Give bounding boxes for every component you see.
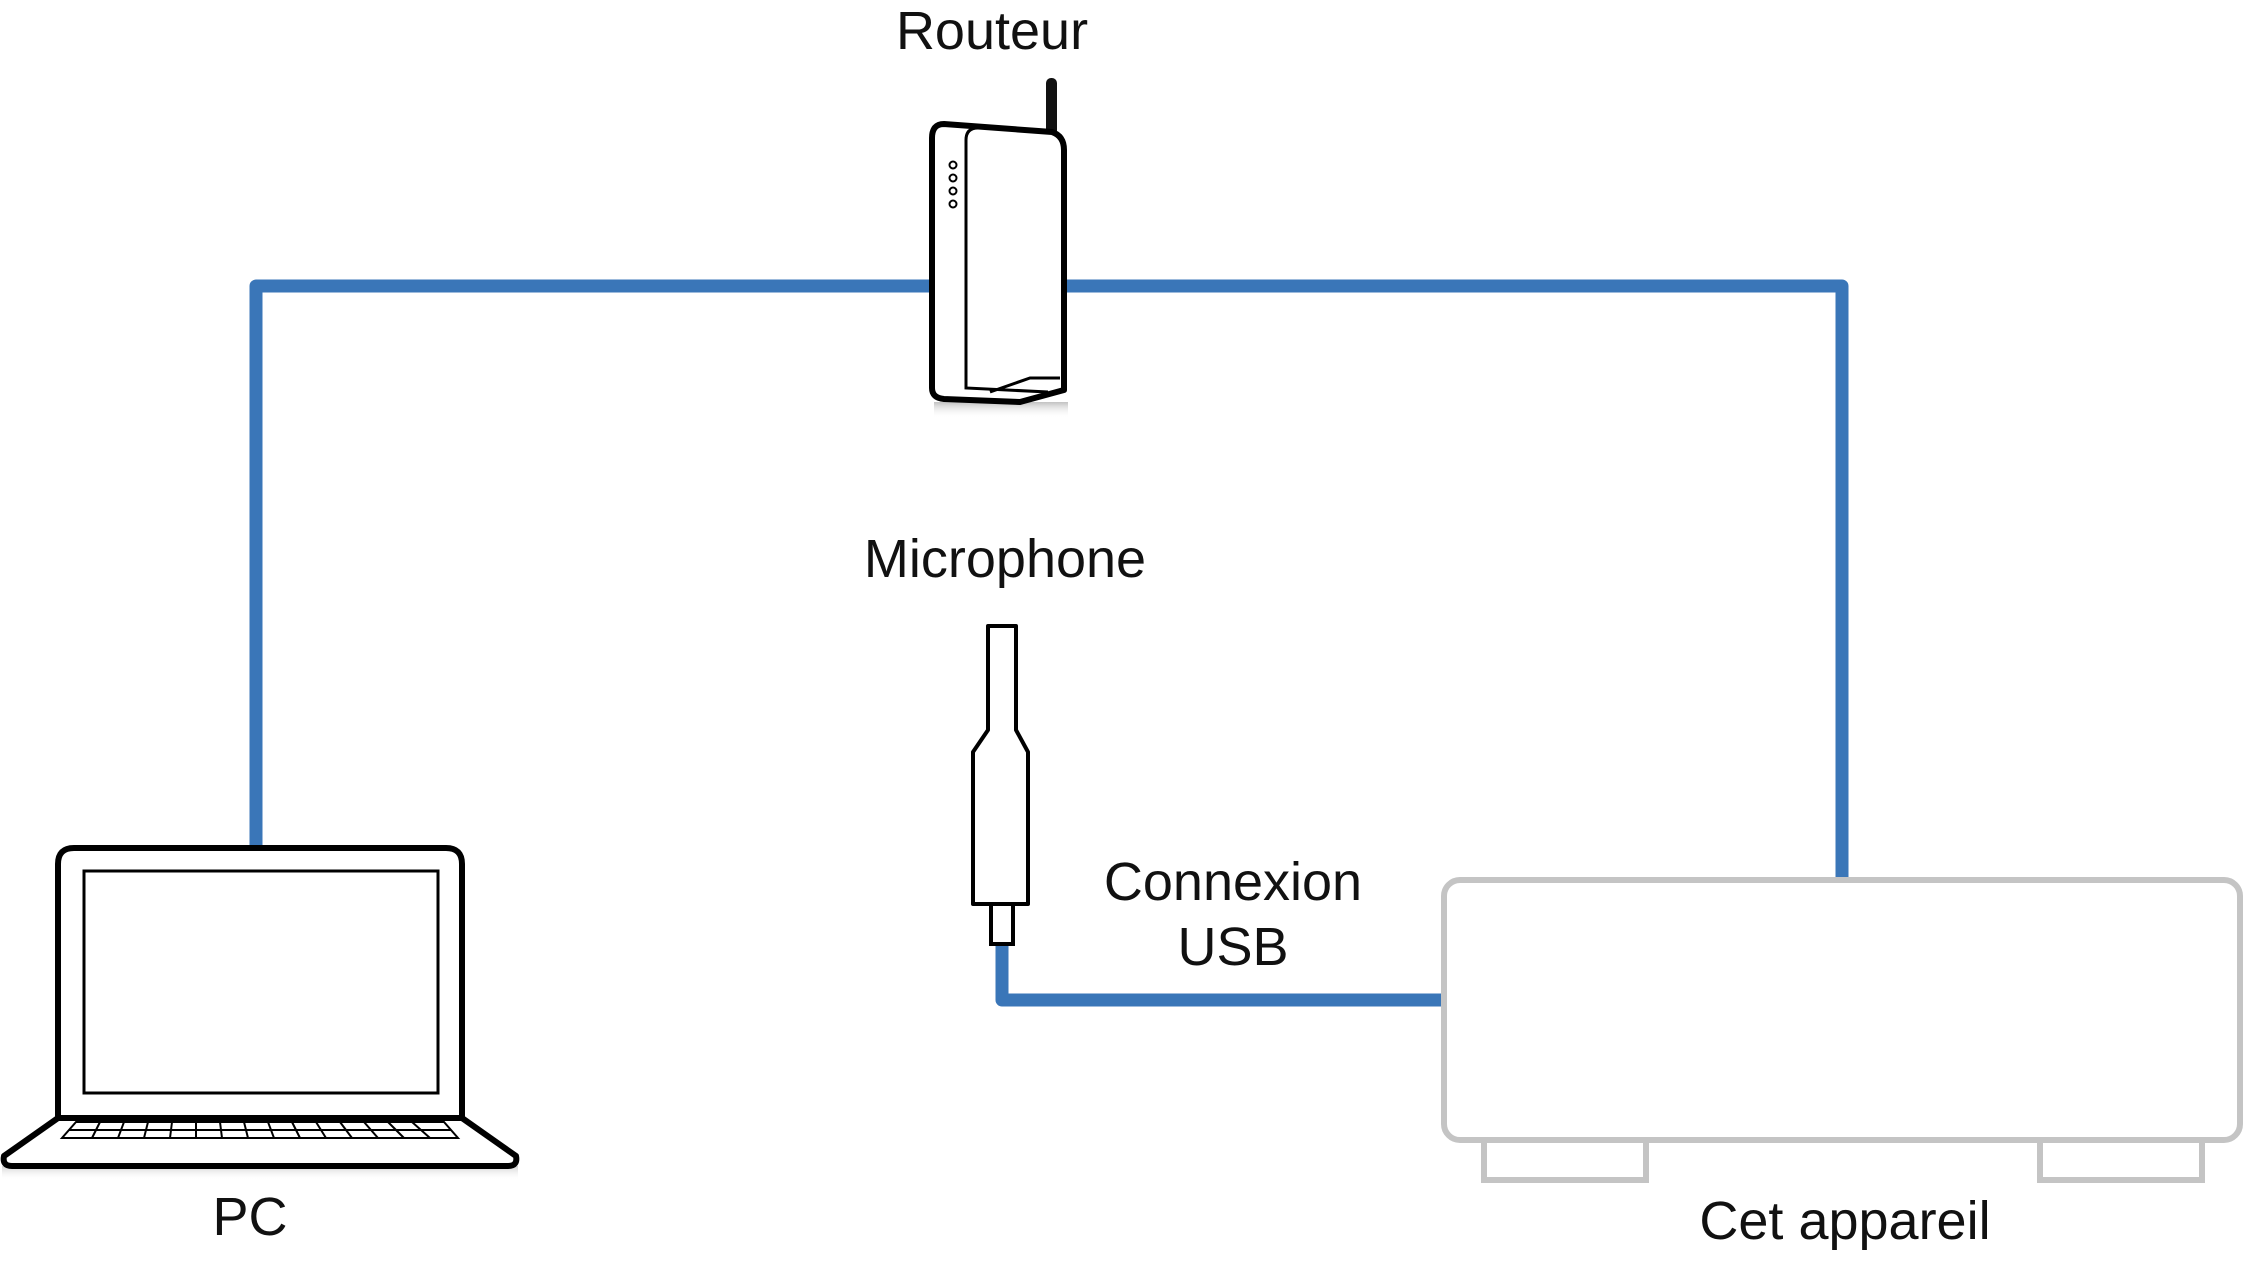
- this-device-label: Cet appareil: [1699, 1191, 1991, 1251]
- audio-device-icon: [1441, 877, 2243, 1183]
- network-cable: [249, 279, 1849, 887]
- usb-connection-label-line1: Connexion: [1103, 852, 1363, 912]
- usb-connection-label: Connexion USB: [1088, 850, 1378, 980]
- usb-microphone-icon: [971, 624, 1030, 946]
- router-label: Routeur: [895, 1, 1089, 61]
- laptop-icon: [0, 845, 520, 1180]
- usb-connection-label-line2: USB: [1177, 916, 1289, 977]
- usb-cable: [995, 946, 1444, 1007]
- pc-label: PC: [212, 1187, 288, 1247]
- microphone-label: Microphone: [863, 529, 1147, 589]
- router-icon: [929, 78, 1068, 418]
